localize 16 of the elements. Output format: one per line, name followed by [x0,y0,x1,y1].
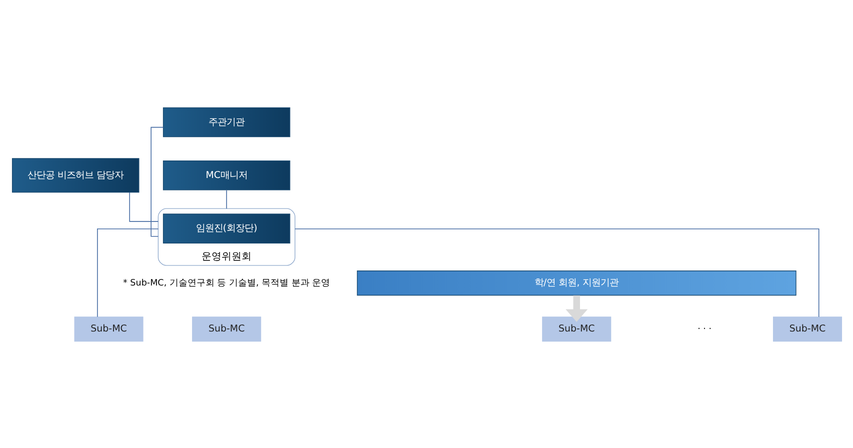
node-box: Sub-MC [192,316,261,342]
node-box: 학/연 회원, 지원기관 [356,270,796,296]
label: · · · [697,324,712,334]
node-box: MC매니저 [162,160,290,190]
connector [128,192,158,222]
node-box: Sub-MC [542,316,611,342]
connector [294,228,819,317]
node-box: Sub-MC [772,316,842,342]
node-box: 임원진(회장단) [162,213,290,243]
connector [150,126,164,236]
node-box: Sub-MC [74,316,143,342]
node-box: 산단공 비즈허브 담당자 [11,158,139,192]
node-box: 주관기관 [162,106,290,137]
arrow [565,294,588,322]
connector [96,228,158,317]
label: * Sub-MC, 기술연구회 등 기술별, 목적별 분과 운영 [122,278,330,288]
